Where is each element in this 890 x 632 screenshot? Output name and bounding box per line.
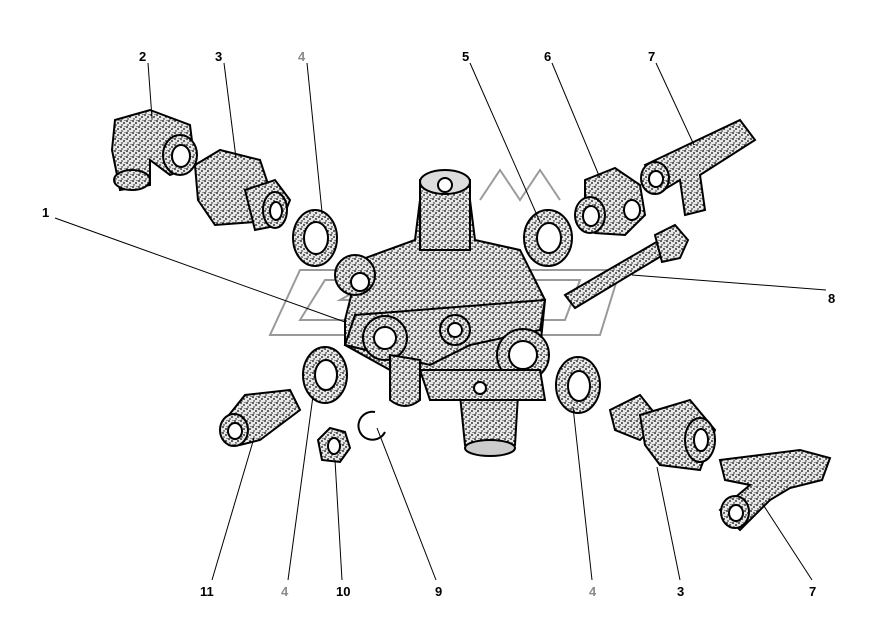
bolt xyxy=(563,223,690,310)
callout-4: 4 xyxy=(298,49,306,64)
callout-3: 3 xyxy=(677,584,684,599)
tee-fitting-bottom xyxy=(718,448,832,532)
callout-9: 9 xyxy=(435,584,442,599)
valve-body xyxy=(334,169,550,457)
sealing-washer xyxy=(302,346,348,404)
sealing-washer xyxy=(292,209,338,267)
threaded-plug xyxy=(219,388,302,447)
union-nut-top xyxy=(193,148,292,232)
callout-labels: 1 2 3 4 5 6 7 8 11 4 10 9 4 3 7 xyxy=(42,49,835,599)
callout-5: 5 xyxy=(462,49,469,64)
callout-4: 4 xyxy=(281,584,289,599)
callout-6: 6 xyxy=(544,49,551,64)
sealing-washer xyxy=(523,209,573,267)
callout-8: 8 xyxy=(828,291,835,306)
callout-1: 1 xyxy=(42,205,49,220)
callout-10: 10 xyxy=(336,584,350,599)
elbow-fitting xyxy=(110,108,198,192)
snap-ring xyxy=(357,410,386,441)
sealing-washer xyxy=(555,356,601,414)
callout-3: 3 xyxy=(215,49,222,64)
leader-lines xyxy=(54,62,827,581)
callout-7: 7 xyxy=(809,584,816,599)
callout-11: 11 xyxy=(200,584,214,599)
tee-fitting-top xyxy=(640,118,757,217)
union-nut-bottom xyxy=(608,393,717,472)
callout-7: 7 xyxy=(648,49,655,64)
small-nut xyxy=(316,426,352,464)
nut-fitting xyxy=(574,166,647,237)
callout-2: 2 xyxy=(139,49,146,64)
callout-4: 4 xyxy=(589,584,597,599)
